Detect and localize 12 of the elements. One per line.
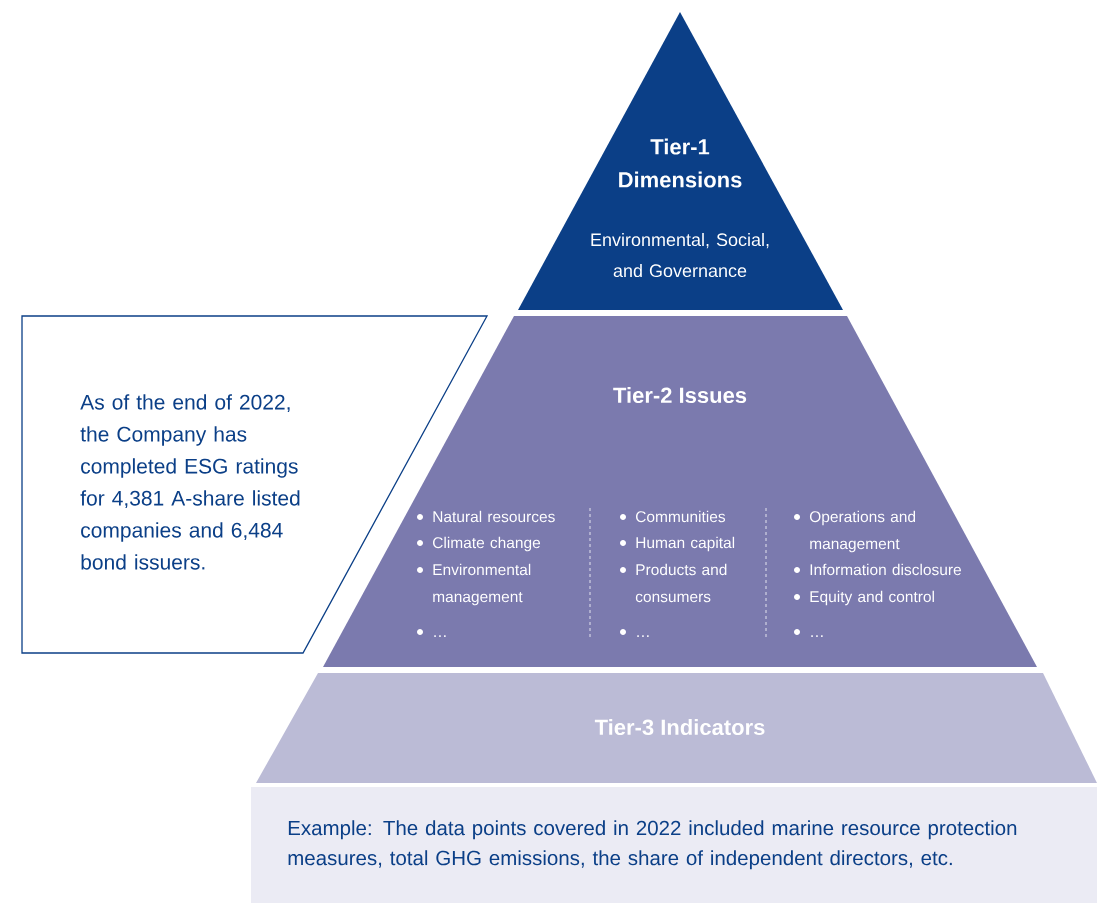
bullet-item: Human capital [620,536,735,552]
bullet-item: … [417,629,446,637]
bullet-item: Operations and management [794,510,916,553]
bullet-item: Information disclosure [794,563,961,576]
pyramid-top: Tier-1 Dimensions Environmental, Social, and Governance [518,12,843,310]
pyramid-base: Tier-3 Indicators [256,673,1097,783]
bullet-item: Equity and control [794,590,934,606]
bullet-item: Communities [620,510,726,523]
bullet-item: Products and consumers [620,563,727,603]
example-panel: Example: The data points covered in 2022 included marine resource protection measures, total GHG emissions, the share of independent directors, etc. [251,787,1097,903]
bullet-item: … [620,629,649,637]
bullet-item: … [794,629,823,637]
